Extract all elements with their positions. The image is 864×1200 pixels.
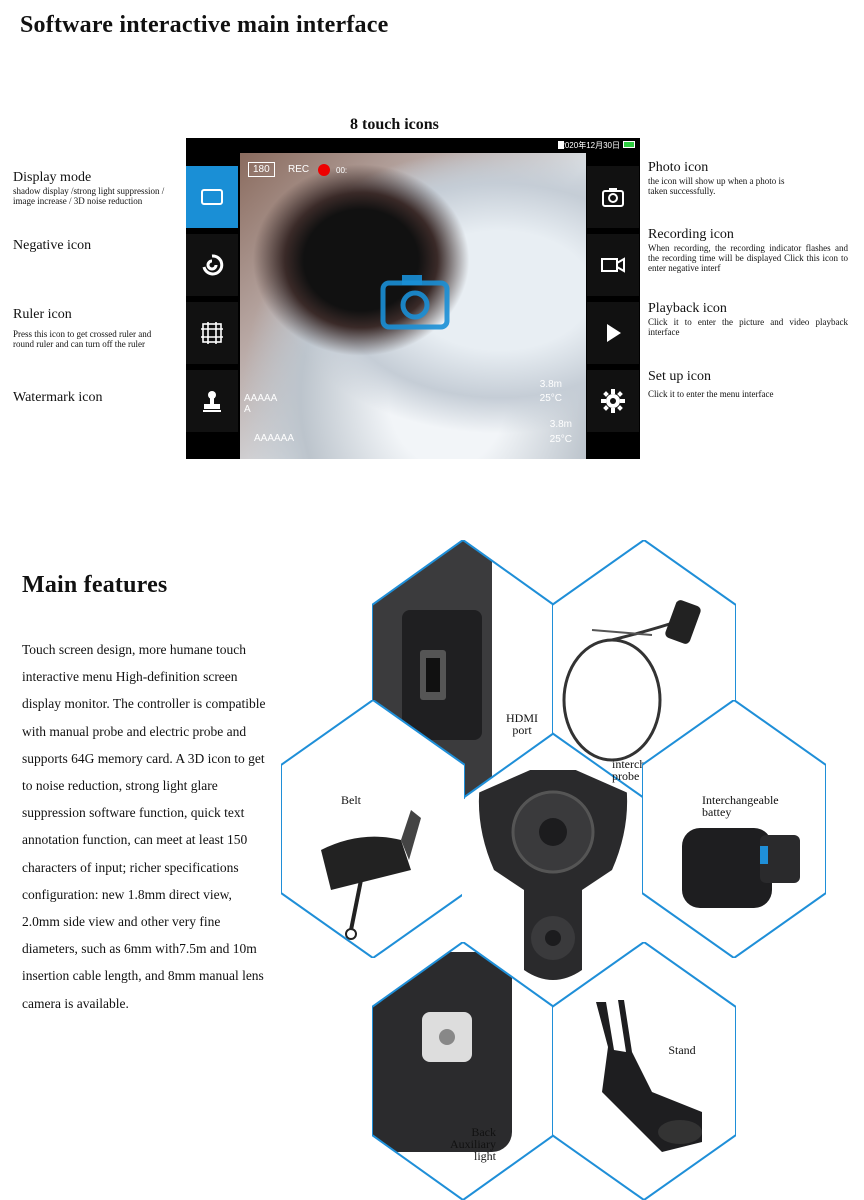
watermark-line: AAAAA — [244, 393, 278, 404]
features-title: Main features — [22, 572, 168, 598]
label-ruler: Ruler icon Press this icon to get crosse… — [13, 307, 163, 349]
negative-button[interactable] — [186, 234, 238, 296]
label-setup: Set up icon Click it to enter the menu i… — [648, 369, 848, 399]
hex-label: HDMI port — [506, 711, 538, 737]
ruler-button[interactable] — [186, 302, 238, 364]
hex-label: Belt — [341, 793, 361, 807]
display-mode-icon — [201, 189, 223, 205]
label-title: Ruler icon — [13, 307, 72, 322]
video-camera-icon — [601, 257, 625, 273]
label-desc: Click it to enter the picture and video … — [648, 317, 848, 337]
depth-reading: 3.8m — [549, 419, 572, 430]
page-title: Software interactive main interface — [20, 12, 389, 38]
temperature-reading: 25°C — [549, 434, 572, 445]
watermark-button[interactable] — [186, 370, 238, 432]
battery-icon — [623, 141, 635, 148]
depth-reading: 3.8m — [539, 379, 562, 390]
stamp-icon — [203, 391, 221, 412]
temperature-reading: 25°C — [539, 393, 562, 404]
hex-label: Stand — [668, 1043, 696, 1057]
label-desc: the icon will show up when a photo is ta… — [648, 176, 785, 196]
watermark-text-top: AAAAA A — [244, 393, 277, 415]
watermark-text-bottom: AAAAAA — [254, 433, 295, 444]
record-button[interactable] — [587, 234, 639, 296]
rec-label: REC — [288, 164, 310, 175]
play-icon — [607, 324, 621, 342]
device-screen: 2020年12月30日 180 REC 00: AAAAA A AAAAAA 3… — [186, 138, 640, 459]
signal-icon — [558, 141, 564, 149]
settings-button[interactable] — [587, 370, 639, 432]
status-date: 2020年12月30日 — [560, 141, 620, 150]
gear-icon — [601, 389, 625, 413]
label-desc: Press this icon to get crossed ruler and… — [13, 329, 152, 349]
label-desc: Click it to enter the menu interface — [648, 389, 774, 399]
rotation-indicator[interactable]: 180 — [248, 162, 275, 177]
label-title: Display mode — [13, 170, 92, 185]
label-recording: Recording icon When recording, the recor… — [648, 227, 848, 273]
camera-capture-icon — [380, 275, 450, 330]
label-desc: shadow display /strong light suppression… — [13, 186, 165, 206]
photo-button[interactable] — [587, 166, 639, 228]
grid-icon — [201, 322, 223, 344]
rec-indicator-icon — [318, 164, 330, 176]
hex-battery: Interchangeable battey — [642, 700, 826, 958]
camera-view: 180 REC 00: AAAAA A AAAAAA 3.8m 25°C 3.8… — [240, 153, 586, 459]
display-mode-button[interactable] — [186, 166, 238, 228]
watermark-line: A — [244, 404, 251, 415]
hex-stand: Stand — [552, 942, 736, 1200]
hex-belt: Belt — [281, 700, 465, 958]
label-display-mode: Display mode shadow display /strong ligh… — [13, 170, 183, 206]
label-desc: When recording, the recording indicator … — [648, 243, 848, 273]
label-title: Set up icon — [648, 369, 711, 384]
camera-icon — [602, 188, 624, 207]
label-title: Photo icon — [648, 160, 709, 175]
hex-back-light: Back Auxiliary light — [372, 942, 554, 1200]
label-negative: Negative icon — [13, 238, 92, 253]
rec-time: 00: — [336, 166, 348, 175]
hex-label: Back Auxiliary light — [450, 1125, 496, 1163]
label-watermark: Watermark icon — [13, 390, 103, 405]
features-body: Touch screen design, more humane touch i… — [22, 642, 266, 1011]
negative-icon — [202, 254, 224, 276]
status-bar: 2020年12月30日 — [186, 138, 640, 153]
label-title: Playback icon — [648, 301, 727, 316]
screen-section-title: 8 touch icons — [350, 116, 439, 133]
hex-label: Interchangeable battey — [702, 793, 779, 819]
controller-image — [462, 760, 644, 990]
label-photo: Photo icon the icon will show up when a … — [648, 160, 798, 196]
playback-button[interactable] — [587, 302, 639, 364]
label-title: Recording icon — [648, 227, 734, 242]
label-playback: Playback icon Click it to enter the pict… — [648, 301, 848, 337]
